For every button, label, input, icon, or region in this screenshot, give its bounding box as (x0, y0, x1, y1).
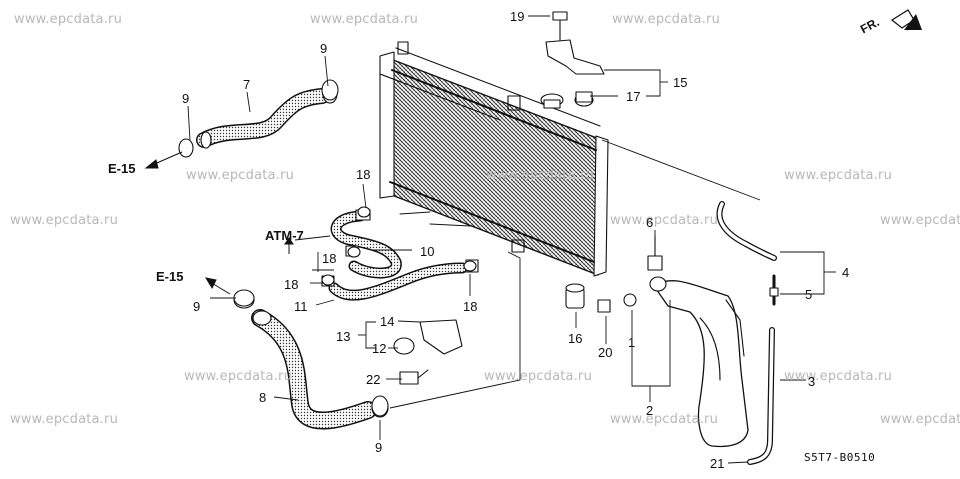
callout-18-top[interactable]: 18 (356, 167, 371, 182)
bracket-assembly (529, 11, 605, 75)
watermark: www.epcdata.ru (784, 369, 893, 384)
callout-6[interactable]: 6 (646, 215, 654, 230)
callout-17[interactable]: 17 (626, 89, 641, 104)
radiator-core (379, 41, 609, 277)
radiator-cap (540, 91, 594, 109)
callout-9-upper-left[interactable]: 9 (182, 91, 190, 106)
reference-e15-upper[interactable]: E-15 (108, 161, 136, 176)
front-direction-arrow-icon (890, 9, 922, 30)
hose-clamps (178, 79, 477, 417)
watermark: www.epcdata.ru (14, 12, 123, 27)
grommets (565, 235, 663, 313)
reference-atm7[interactable]: ATM-7 (265, 228, 304, 243)
callout-3[interactable]: 3 (808, 374, 816, 389)
leader-lines (187, 15, 836, 464)
callout-18-right[interactable]: 18 (463, 299, 478, 314)
watermark: www.epcdata.ru (186, 168, 295, 183)
callout-7[interactable]: 7 (243, 77, 251, 92)
callout-18-left[interactable]: 18 (322, 251, 337, 266)
atf-hoses (321, 209, 479, 301)
callout-13[interactable]: 13 (336, 329, 351, 344)
watermark: www.epcdata.ru (880, 412, 960, 427)
watermark: www.epcdata.ru (486, 168, 595, 183)
switch-assembly (393, 319, 463, 385)
callout-10[interactable]: 10 (420, 244, 435, 259)
drawing-code: S5T7-B0510 (804, 451, 876, 464)
upper-hose (179, 84, 338, 157)
watermark: www.epcdata.ru (10, 213, 119, 228)
callout-15[interactable]: 15 (673, 75, 688, 90)
watermark: www.epcdata.ru (880, 213, 960, 228)
callout-9-lower-left[interactable]: 9 (193, 299, 201, 314)
callout-14[interactable]: 14 (380, 314, 395, 329)
overflow-hoses (716, 201, 779, 465)
callout-21[interactable]: 21 (710, 456, 725, 471)
callout-5[interactable]: 5 (805, 287, 813, 302)
callout-2[interactable]: 2 (646, 403, 654, 418)
watermark: www.epcdata.ru (10, 412, 119, 427)
callout-18-lower-left[interactable]: 18 (284, 277, 299, 292)
callout-12[interactable]: 12 (372, 341, 387, 356)
reserve-tank (649, 276, 749, 448)
callout-22[interactable]: 22 (366, 372, 381, 387)
watermark: www.epcdata.ru (484, 369, 593, 384)
callout-8[interactable]: 8 (259, 390, 267, 405)
callout-16[interactable]: 16 (568, 331, 583, 346)
callout-9-upper-right[interactable]: 9 (320, 41, 328, 56)
reference-e15-lower[interactable]: E-15 (156, 269, 184, 284)
watermark: www.epcdata.ru (184, 369, 293, 384)
callout-11[interactable]: 11 (294, 299, 308, 314)
watermark: www.epcdata.ru (310, 12, 419, 27)
callout-19[interactable]: 19 (510, 9, 525, 24)
watermark: www.epcdata.ru (784, 168, 893, 183)
lower-hose (233, 291, 389, 430)
callout-20[interactable]: 20 (598, 345, 613, 360)
watermark: www.epcdata.ru (612, 12, 721, 27)
callout-9-bottom[interactable]: 9 (375, 440, 383, 455)
watermark: www.epcdata.ru (610, 213, 719, 228)
callout-1[interactable]: 1 (628, 335, 636, 350)
watermark: www.epcdata.ru (610, 412, 719, 427)
reference-arrows (144, 151, 294, 295)
callout-4[interactable]: 4 (842, 265, 850, 280)
